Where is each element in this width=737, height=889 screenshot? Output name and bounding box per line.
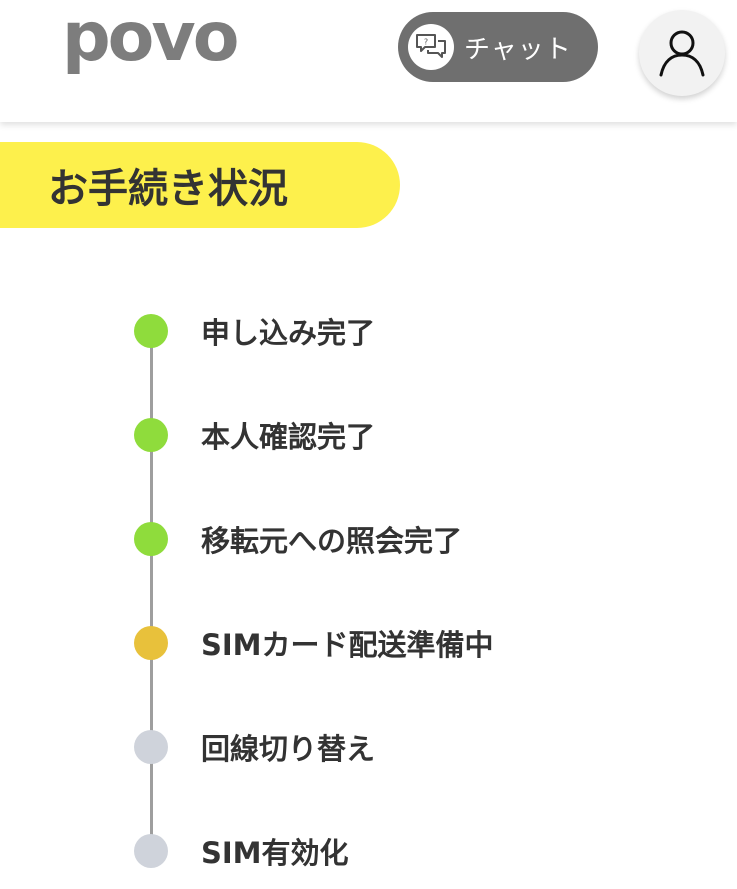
- step-label: SIM有効化: [201, 836, 349, 870]
- step-status-dot: [134, 314, 168, 348]
- step-item: 移転元への照会完了: [134, 521, 463, 558]
- header: povo ? チャット: [0, 0, 737, 122]
- step-status-dot: [134, 522, 168, 556]
- svg-text:?: ?: [424, 38, 428, 47]
- step-label: 回線切り替え: [201, 732, 376, 766]
- step-item: 申し込み完了: [134, 313, 376, 350]
- timeline-line: [150, 330, 153, 850]
- step-label: 移転元への照会完了: [201, 524, 463, 558]
- chat-button[interactable]: ? チャット: [398, 12, 598, 82]
- step-item: SIMカード配送準備中: [134, 625, 494, 662]
- step-label: 申し込み完了: [201, 316, 376, 350]
- step-label: 本人確認完了: [201, 420, 376, 454]
- page-title-banner: お手続き状況: [0, 142, 400, 228]
- page-title: お手続き状況: [48, 166, 288, 212]
- step-item: 本人確認完了: [134, 417, 376, 454]
- chat-button-label: チャット: [464, 34, 572, 65]
- step-label: SIMカード配送準備中: [201, 628, 494, 662]
- step-status-dot: [134, 730, 168, 764]
- account-button[interactable]: [639, 10, 725, 96]
- step-item: 回線切り替え: [134, 729, 376, 766]
- povo-logo[interactable]: povo: [62, 0, 239, 77]
- user-icon: [654, 23, 710, 83]
- step-status-dot: [134, 834, 168, 868]
- step-status-dot: [134, 418, 168, 452]
- chat-bubbles-icon: ?: [408, 24, 454, 70]
- step-item: SIM有効化: [134, 833, 349, 870]
- step-status-dot: [134, 626, 168, 660]
